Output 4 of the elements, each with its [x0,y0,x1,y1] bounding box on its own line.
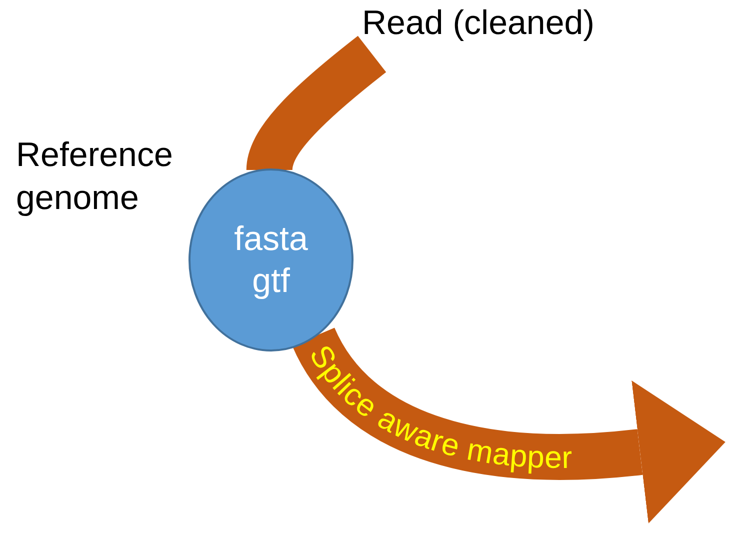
curved-arrow [292,326,726,524]
node-caption: Reference genome [16,135,174,218]
node-text: fasta gtf [233,218,309,302]
text-label: Read (cleaned) [362,2,662,50]
